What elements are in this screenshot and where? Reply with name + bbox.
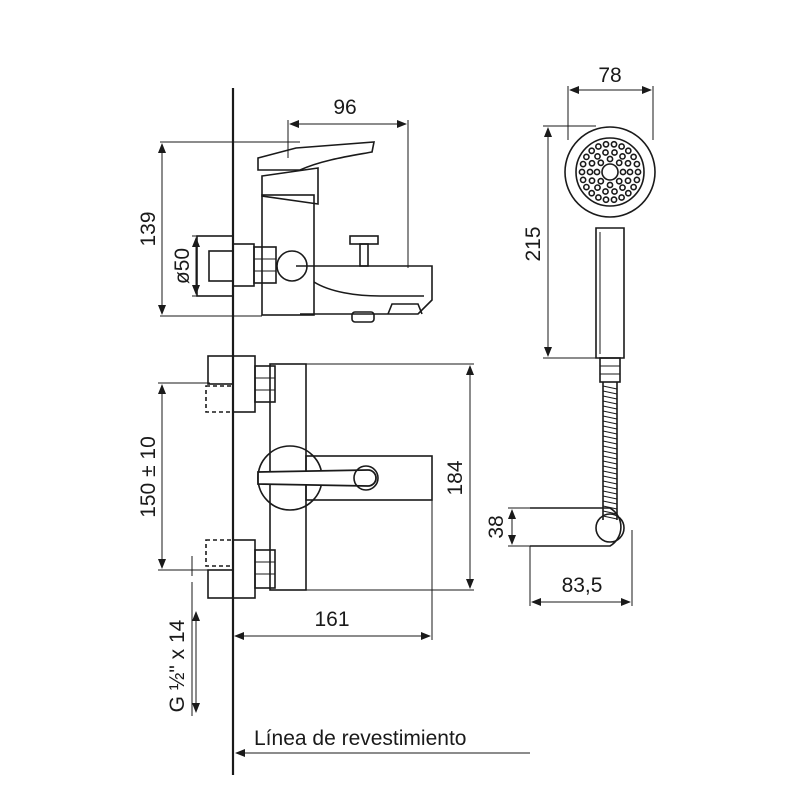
dim-184-label: 184: [444, 460, 467, 495]
hose-ring: [602, 445, 618, 450]
nozzle: [579, 176, 587, 184]
hose-ring: [602, 405, 618, 410]
nozzle: [602, 149, 609, 156]
hose-ring: [602, 455, 618, 460]
hose-ring: [602, 480, 618, 485]
hose-ring: [602, 510, 618, 515]
nozzle: [611, 149, 618, 156]
nozzle: [634, 168, 642, 176]
nozzle: [619, 168, 627, 176]
nozzle: [594, 152, 601, 160]
hose-ring: [602, 425, 618, 430]
hose-ring: [602, 495, 618, 500]
hose-ring: [602, 485, 618, 490]
shower-holder: [530, 507, 625, 547]
hose-ring: [602, 430, 618, 435]
hose-ring: [602, 515, 618, 520]
hand-shower: [564, 126, 656, 383]
nozzle: [588, 189, 596, 197]
nozzle: [588, 147, 596, 155]
dim-38-label: 38: [485, 515, 508, 538]
nozzle: [618, 194, 625, 201]
nozzle: [624, 189, 632, 197]
dim-139-label: 139: [137, 211, 160, 246]
nozzle: [593, 168, 601, 176]
hose-ring: [602, 435, 618, 440]
nozzle: [624, 147, 632, 155]
nozzle: [579, 160, 587, 168]
nozzle: [606, 181, 614, 189]
nozzle: [602, 196, 610, 204]
nozzle: [583, 183, 590, 191]
nozzle: [586, 168, 594, 176]
nozzle: [630, 153, 637, 161]
dim-78-label: 78: [598, 64, 621, 87]
diverter-knob: [349, 235, 379, 245]
dim-thread-label: G ½" x 14: [166, 619, 189, 712]
mixer-side-view: [196, 141, 433, 323]
nozzle: [594, 184, 601, 191]
hose-ring: [602, 415, 618, 420]
dim-215-label: 215: [522, 226, 545, 261]
shower-hose: [602, 382, 618, 520]
nozzle: [595, 194, 602, 201]
spout: [296, 265, 433, 315]
nozzle: [633, 160, 641, 168]
nozzle: [619, 184, 626, 191]
dim-diameter-label: ø50: [171, 248, 194, 284]
hose-ring: [602, 385, 618, 390]
nozzle: [597, 159, 605, 167]
nozzle: [624, 159, 632, 167]
hose-ring: [602, 450, 618, 455]
nozzle: [597, 177, 605, 185]
nozzle: [610, 140, 618, 148]
nozzle: [615, 177, 623, 185]
hose-ring: [602, 395, 618, 400]
hose-ring: [602, 440, 618, 445]
wall-line-label: Línea de revestimiento: [254, 727, 466, 750]
nozzle: [618, 143, 625, 150]
nozzle: [578, 168, 586, 176]
hose-ring: [602, 390, 618, 395]
dim-96-label: 96: [333, 96, 356, 119]
nozzle: [583, 153, 590, 161]
shower-nozzles: [578, 140, 642, 204]
hose-ring: [602, 400, 618, 405]
nozzle: [626, 168, 634, 176]
nozzle: [610, 196, 618, 204]
hose-ring: [602, 470, 618, 475]
shower-head: [564, 126, 656, 218]
nozzle: [615, 159, 623, 167]
nozzle: [588, 159, 596, 167]
hose-ring: [602, 490, 618, 495]
escutcheon: [196, 235, 234, 297]
nozzle: [602, 140, 610, 148]
nozzle: [633, 176, 641, 184]
nozzle: [595, 143, 602, 150]
nozzle: [606, 155, 614, 163]
nozzle: [602, 188, 609, 195]
nozzle: [630, 183, 637, 191]
hose-ring: [602, 460, 618, 465]
dim-83-5-label: 83,5: [562, 574, 603, 597]
dim-150-label: 150 ± 10: [137, 436, 160, 518]
nozzle: [624, 177, 632, 185]
dim-161-label: 161: [314, 608, 349, 631]
hose-ring: [602, 420, 618, 425]
hose-ring: [602, 500, 618, 505]
nozzle: [588, 177, 596, 185]
nozzle: [611, 188, 618, 195]
lever-handle: [257, 141, 375, 171]
lever-front: [257, 469, 377, 487]
shower-handle: [595, 227, 625, 359]
mixer-body: [261, 194, 315, 316]
hose-ring: [602, 410, 618, 415]
diverter-front: [353, 465, 379, 491]
mixer-top-view: [205, 355, 433, 599]
hose-ring: [602, 465, 618, 470]
hose-ring: [602, 475, 618, 480]
nozzle: [619, 152, 626, 160]
